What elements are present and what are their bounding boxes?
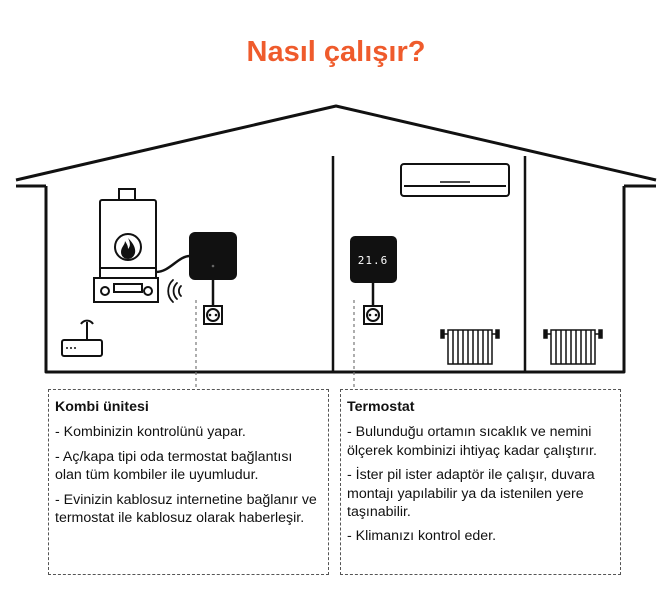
flame-icon [121, 238, 136, 259]
thermostat-info-box: Termostat - Bulunduğu ortamın sıcaklık v… [340, 389, 621, 575]
thermostat-heading: Termostat [347, 399, 415, 415]
thermostat-bullet: - Klimanızı kontrol eder. [347, 528, 497, 545]
thermostat-plug-icon [363, 305, 383, 325]
thermostat-icon [350, 236, 397, 283]
cable [155, 254, 191, 274]
boiler-unit-bullet: - Evinizin kablosuz internetine bağlanır… [55, 491, 317, 527]
router-icon [61, 319, 103, 357]
thermostat-bullet: - Bulunduğu ortamın sıcaklık ve nemini ö… [347, 424, 597, 459]
boiler-unit-bullet: - Kombinizin kontrolünü yapar. [55, 424, 246, 441]
page-title: Nasıl çalışır? [246, 36, 426, 68]
boiler-icon [93, 188, 159, 303]
thermostat-display: 21.6 [358, 254, 389, 267]
thermostat-bullet: - İster pil ister adaptör ile çalışır, d… [347, 467, 595, 521]
boiler-unit-bullet: - Aç/kapa tipi oda termostat bağlantısı … [55, 448, 293, 484]
roof-outline [15, 104, 657, 182]
boiler-unit-icon [189, 232, 237, 280]
plug-icon [203, 305, 223, 325]
boiler-unit-info-box: Kombi ünitesi - Kombinizin kontrolünü ya… [48, 389, 329, 575]
air-conditioner-icon [400, 163, 510, 197]
radiator-icon [440, 329, 500, 365]
status-led [211, 264, 215, 268]
house-walls [44, 186, 626, 374]
wifi-icon [167, 279, 182, 303]
radiator-icon-2 [543, 329, 603, 365]
boiler-unit-heading: Kombi ünitesi [55, 399, 149, 415]
